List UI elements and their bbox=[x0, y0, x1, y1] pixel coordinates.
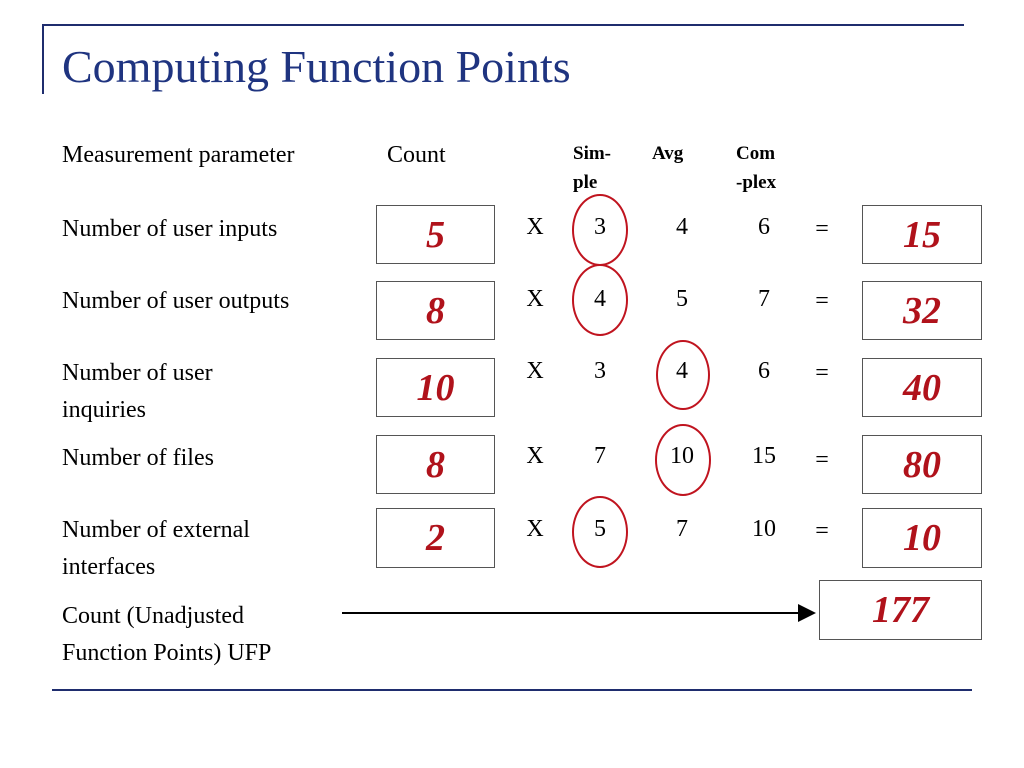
weight-average: 10 bbox=[670, 443, 694, 469]
row-label: Number of user inquiries bbox=[62, 355, 213, 429]
weight-complex: 6 bbox=[758, 358, 770, 384]
left-border-line bbox=[42, 24, 44, 94]
equals-sign: = bbox=[815, 447, 829, 473]
times-sign: X bbox=[526, 358, 544, 384]
row-label-line1: Number of external bbox=[62, 517, 250, 543]
header-measurement-parameter: Measurement parameter bbox=[62, 142, 295, 168]
header-average: Avg bbox=[652, 143, 684, 164]
weight-average: 5 bbox=[676, 286, 688, 312]
ufp-label: Count (Unadjusted Function Points) UFP bbox=[62, 598, 271, 672]
equals-sign: = bbox=[815, 216, 829, 242]
times-sign: X bbox=[526, 443, 544, 469]
weight-simple: 4 bbox=[594, 286, 606, 312]
times-sign: X bbox=[526, 516, 544, 542]
weight-average: 7 bbox=[676, 516, 688, 542]
row-label-line1: Number of user bbox=[62, 360, 213, 386]
row-label-line2: interfaces bbox=[62, 554, 156, 580]
selected-weight-circle bbox=[572, 496, 628, 568]
row-label-line1: Number of files bbox=[62, 445, 214, 471]
equals-sign: = bbox=[815, 288, 829, 314]
result-box: 40 bbox=[862, 358, 982, 417]
header-complex: Com -plex bbox=[736, 139, 776, 197]
slide-title: Computing Function Points bbox=[62, 41, 571, 92]
weight-complex: 6 bbox=[758, 214, 770, 240]
row-label-line2: inquiries bbox=[62, 397, 146, 423]
weight-simple: 5 bbox=[594, 516, 606, 542]
ufp-label-line2: Function Points) UFP bbox=[62, 640, 272, 666]
equals-sign: = bbox=[815, 360, 829, 386]
arrow-line bbox=[342, 612, 802, 614]
weight-average: 4 bbox=[676, 358, 688, 384]
result-box: 32 bbox=[862, 281, 982, 340]
selected-weight-circle bbox=[656, 340, 710, 410]
header-simple-line1: Sim- bbox=[573, 143, 611, 164]
arrow-head-icon bbox=[798, 604, 816, 622]
weight-simple: 7 bbox=[594, 443, 606, 469]
row-label-line1: Number of user inputs bbox=[62, 216, 278, 242]
selected-weight-circle bbox=[655, 424, 711, 496]
row-label: Number of files bbox=[62, 440, 214, 477]
header-count: Count bbox=[387, 142, 446, 168]
row-label: Number of external interfaces bbox=[62, 512, 250, 586]
weight-simple: 3 bbox=[594, 358, 606, 384]
times-sign: X bbox=[526, 286, 544, 312]
count-box: 8 bbox=[376, 435, 495, 494]
selected-weight-circle bbox=[572, 264, 628, 336]
times-sign: X bbox=[526, 214, 544, 240]
count-box: 5 bbox=[376, 205, 495, 264]
header-complex-line1: Com bbox=[736, 143, 776, 164]
ufp-label-line1: Count (Unadjusted bbox=[62, 603, 244, 629]
row-label: Number of user inputs bbox=[62, 211, 277, 248]
count-box: 8 bbox=[376, 281, 495, 340]
weight-complex: 7 bbox=[758, 286, 770, 312]
equals-sign: = bbox=[815, 518, 829, 544]
header-complex-line2: -plex bbox=[736, 172, 777, 193]
top-border-line bbox=[42, 24, 964, 26]
weight-simple: 3 bbox=[594, 214, 606, 240]
row-label-line1: Number of user outputs bbox=[62, 288, 290, 314]
header-simple: Sim- ple bbox=[573, 139, 611, 197]
weight-average: 4 bbox=[676, 214, 688, 240]
result-box: 10 bbox=[862, 508, 982, 568]
count-box: 2 bbox=[376, 508, 495, 568]
result-box: 15 bbox=[862, 205, 982, 264]
result-box: 80 bbox=[862, 435, 982, 494]
bottom-divider-line bbox=[52, 689, 972, 691]
weight-complex: 15 bbox=[752, 443, 776, 469]
count-box: 10 bbox=[376, 358, 495, 417]
header-simple-line2: ple bbox=[573, 172, 598, 193]
ufp-total-box: 177 bbox=[819, 580, 982, 640]
row-label: Number of user outputs bbox=[62, 283, 289, 320]
weight-complex: 10 bbox=[752, 516, 776, 542]
